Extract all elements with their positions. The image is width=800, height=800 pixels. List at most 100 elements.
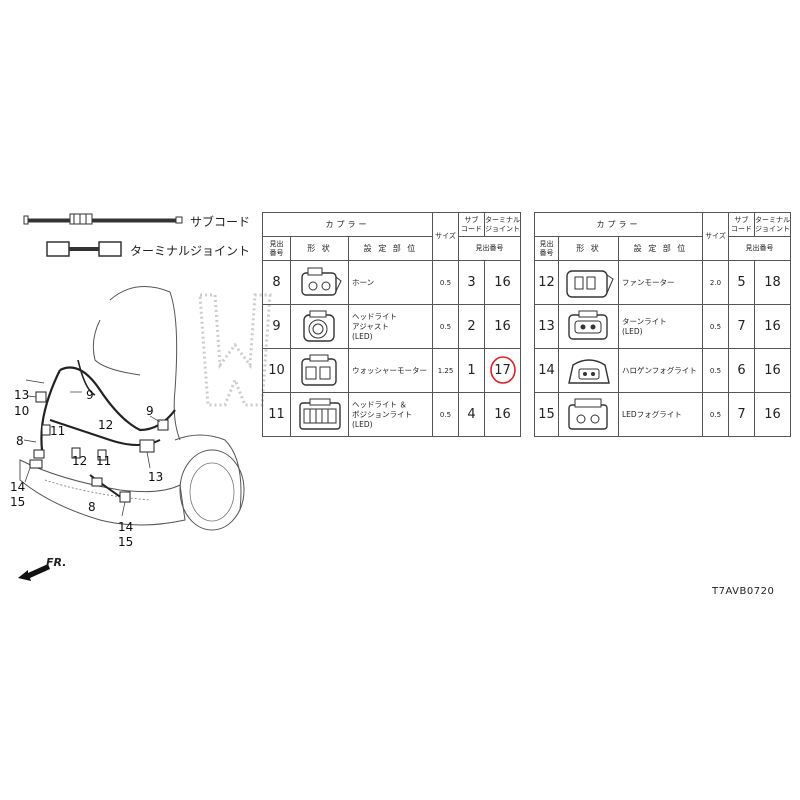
row-sub-cord: 6 — [728, 348, 755, 393]
row-size: 0.5 — [702, 348, 729, 393]
row-terminal-joint: 16 — [754, 392, 791, 437]
header-coupler: カプラー — [534, 212, 703, 237]
header-size: サイズ — [702, 212, 729, 261]
connector-9b — [157, 419, 169, 431]
callout-8-lower: 8 — [88, 500, 96, 514]
callout-8-left: 8 — [16, 434, 24, 448]
row-location: ヘッドライト アジャスト (LED) — [348, 304, 433, 349]
coupler-table-left: カプラー サイズ サブ コード ターミナル ジョイント 見出 番号 形 状 設 … — [262, 212, 521, 437]
coupler-washer-icon — [290, 348, 349, 393]
row-size: 2.0 — [702, 260, 729, 305]
row-number: 13 — [534, 304, 559, 349]
header-sub-cord: サブ コード — [728, 212, 755, 237]
callout-14-left: 14 — [10, 480, 26, 494]
coupler-round-icon — [290, 304, 349, 349]
highlight-circle-icon — [490, 356, 516, 384]
wheel — [179, 449, 245, 531]
front-direction-label: FR. — [46, 556, 67, 569]
table-row: 11 ヘッドライト ＆ ポジションライト (LED) 0.5 4 16 — [262, 392, 521, 437]
row-terminal-joint: 18 — [754, 260, 791, 305]
connector-14b — [119, 491, 131, 503]
header-location: 設 定 部 位 — [618, 236, 703, 261]
header-location: 設 定 部 位 — [348, 236, 433, 261]
coupler-multi-icon — [290, 392, 349, 437]
row-location: ターンライト (LED) — [618, 304, 703, 349]
row-size: 0.5 — [702, 304, 729, 349]
callout-11-left: 11 — [50, 424, 66, 438]
hood-line — [92, 319, 141, 376]
coupler-2pin-icon — [290, 260, 349, 305]
row-terminal-joint: 16 — [484, 392, 521, 437]
row-number: 8 — [262, 260, 291, 305]
callout-9-right: 9 — [146, 404, 154, 418]
row-size: 0.5 — [432, 260, 459, 305]
header-size: サイズ — [432, 212, 459, 261]
row-location: ハロゲンフォグライト — [618, 348, 703, 393]
header-shape: 形 状 — [558, 236, 619, 261]
row-size: 0.5 — [432, 392, 459, 437]
row-location: ホーン — [348, 260, 433, 305]
fender-outline — [174, 434, 242, 511]
row-sub-cord: 5 — [728, 260, 755, 305]
coupler-turn-icon — [558, 304, 619, 349]
callout-14-lower: 14 — [118, 520, 134, 534]
callout-11-right: 11 — [96, 454, 112, 468]
terminal-joint-value: 17 — [494, 363, 511, 378]
harness-branch — [77, 359, 96, 396]
header-midashi-no: 見出番号 — [458, 236, 521, 261]
connector-8a — [33, 449, 45, 459]
callout-10: 10 — [14, 404, 30, 418]
header-coupler: カプラー — [262, 212, 433, 237]
row-location: ファンモーター — [618, 260, 703, 305]
row-size: 0.5 — [432, 304, 459, 349]
table-row: 10 ウォッシャーモーター 1.25 1 17 — [262, 348, 521, 393]
wheel-inner — [189, 462, 235, 522]
row-sub-cord: 4 — [458, 392, 485, 437]
callout-12-lower: 12 — [72, 454, 88, 468]
row-size: 1.25 — [432, 348, 459, 393]
connector-12a — [71, 447, 81, 459]
table-row: 15 LEDフォグライト 0.5 7 16 — [534, 392, 791, 437]
table-row: 9 ヘッドライト アジャスト (LED) 0.5 2 16 — [262, 304, 521, 349]
header-terminal-joint: ターミナル ジョイント — [484, 212, 521, 237]
row-sub-cord: 7 — [728, 304, 755, 349]
terminal-joint-label: ターミナルジョイント — [130, 244, 251, 258]
callout-13-top-left: 13 — [14, 388, 30, 402]
table-row: 14 ハロゲンフォグライト 0.5 6 16 — [534, 348, 791, 393]
connector-10 — [35, 391, 47, 403]
row-terminal-joint-highlighted: 17 — [484, 348, 521, 393]
coupler-fog-icon — [558, 348, 619, 393]
row-sub-cord: 7 — [728, 392, 755, 437]
row-sub-cord: 1 — [458, 348, 485, 393]
row-sub-cord: 2 — [458, 304, 485, 349]
header-terminal-joint: ターミナル ジョイント — [754, 212, 791, 237]
callout-9-left: 9 — [86, 388, 94, 402]
row-location: ウォッシャーモーター — [348, 348, 433, 393]
connector-11b — [97, 449, 107, 461]
row-number: 15 — [534, 392, 559, 437]
connector-8b — [91, 477, 103, 487]
header-sub-cord: サブ コード — [458, 212, 485, 237]
callout-12-right: 12 — [98, 418, 114, 432]
terminal-joint-symbol — [46, 241, 122, 257]
header-shape: 形 状 — [290, 236, 349, 261]
row-terminal-joint: 16 — [484, 304, 521, 349]
bumper-outline — [19, 459, 186, 526]
connector-13b — [139, 439, 155, 453]
row-number: 12 — [534, 260, 559, 305]
row-size: 0.5 — [702, 392, 729, 437]
coupler-table-right: カプラー サイズ サブ コード ターミナル ジョイント 見出 番号 形 状 設 … — [534, 212, 791, 437]
callout-15-lower: 15 — [118, 535, 134, 549]
harness-left — [40, 369, 61, 451]
vehicle-harness-diagram — [19, 286, 245, 531]
header-midashi-no: 見出番号 — [728, 236, 791, 261]
table-row: 13 ターンライト (LED) 0.5 7 16 — [534, 304, 791, 349]
header-midashi: 見出 番号 — [534, 236, 559, 261]
hood-outline — [109, 286, 181, 441]
table-row: 12 ファンモーター 2.0 5 18 — [534, 260, 791, 305]
sub-cord-symbol — [23, 213, 183, 225]
connector-11a — [41, 424, 51, 436]
row-terminal-joint: 16 — [484, 260, 521, 305]
row-terminal-joint: 16 — [754, 348, 791, 393]
coupler-fan-icon — [558, 260, 619, 305]
